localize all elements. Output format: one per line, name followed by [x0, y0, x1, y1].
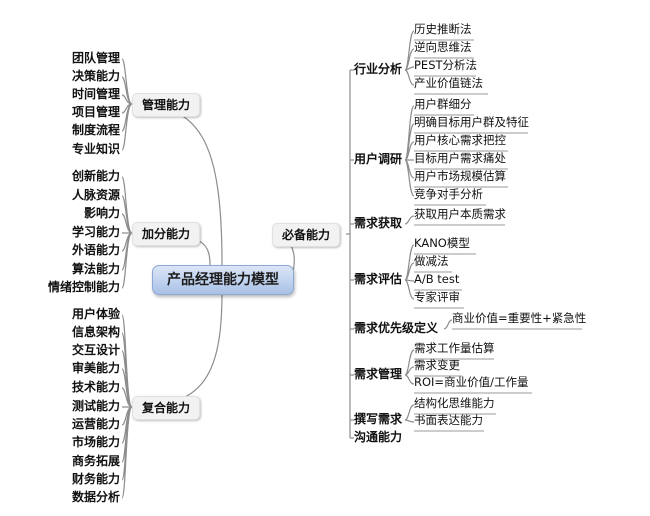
- bonus-item[interactable]: 人脉资源: [71, 188, 120, 202]
- essential-leaf[interactable]: 获取用户本质需求: [414, 207, 506, 221]
- branch-composite[interactable]: 复合能力: [132, 396, 201, 420]
- bonus-item[interactable]: 影响力: [83, 206, 120, 220]
- essential-leaf[interactable]: 做减法: [414, 254, 449, 268]
- management-item[interactable]: 时间管理: [71, 87, 120, 101]
- essential-category[interactable]: 需求获取: [354, 216, 403, 230]
- essential-category[interactable]: 撰写需求: [354, 412, 403, 426]
- essential-leaf[interactable]: ROI=商业价值/工作量: [414, 375, 529, 389]
- management-item[interactable]: 制度流程: [71, 123, 120, 137]
- management-item[interactable]: 团队管理: [71, 51, 120, 65]
- essential-leaf[interactable]: 竞争对手分析: [414, 187, 483, 201]
- essential-leaf[interactable]: 历史推断法: [414, 22, 472, 36]
- composite-item[interactable]: 数据分析: [71, 490, 120, 504]
- connector-management-items: [121, 58, 133, 151]
- essential-leaf[interactable]: 需求变更: [414, 358, 460, 372]
- composite-item[interactable]: 技术能力: [71, 380, 120, 394]
- essential-category[interactable]: 需求管理: [354, 367, 403, 381]
- connector-central-composite: [131, 292, 223, 408]
- essential-leaf[interactable]: KANO模型: [414, 236, 470, 250]
- leaf-underlines: [414, 39, 582, 432]
- branch-bonus[interactable]: 加分能力: [132, 222, 201, 246]
- composite-item[interactable]: 用户体验: [71, 307, 120, 321]
- essential-category[interactable]: 用户调研: [354, 152, 403, 166]
- connector-evaluate-items: [404, 244, 415, 300]
- essential-leaf[interactable]: A/B test: [414, 272, 460, 286]
- essential-category[interactable]: 需求评估: [354, 272, 403, 286]
- essential-leaf[interactable]: 逆向思维法: [414, 40, 472, 54]
- management-item[interactable]: 项目管理: [71, 105, 120, 119]
- connector-industry-items: [404, 30, 415, 86]
- essential-category[interactable]: 行业分析: [354, 62, 403, 76]
- essential-category[interactable]: 沟通能力: [354, 430, 403, 444]
- connector-bonus-items: [121, 176, 133, 289]
- essential-leaf[interactable]: 专家评审: [414, 290, 460, 304]
- essential-leaf[interactable]: 产业价值链法: [414, 76, 483, 90]
- essential-leaf[interactable]: 结构化思维能力: [414, 396, 495, 410]
- connector-acquire-items: [404, 215, 415, 225]
- connector-composite-items: [121, 314, 133, 499]
- composite-item[interactable]: 审美能力: [71, 361, 120, 375]
- bonus-item[interactable]: 算法能力: [71, 262, 120, 276]
- central-topic[interactable]: 产品经理能力模型: [152, 265, 294, 295]
- connector-essential-categories: [346, 69, 354, 439]
- composite-item[interactable]: 信息架构: [71, 325, 120, 339]
- composite-item[interactable]: 商务拓展: [71, 454, 120, 468]
- connector-priority-items: [443, 319, 453, 330]
- composite-item[interactable]: 交互设计: [71, 343, 120, 357]
- connector-research-items: [404, 105, 415, 197]
- essential-leaf[interactable]: 商业价值=重要性+紧急性: [452, 311, 587, 325]
- branch-management[interactable]: 管理能力: [132, 93, 201, 117]
- branch-essential[interactable]: 必备能力: [272, 223, 341, 247]
- essential-leaf[interactable]: 用户核心需求把控: [414, 133, 506, 147]
- connector-write-items: [404, 404, 415, 423]
- composite-item[interactable]: 财务能力: [71, 472, 120, 486]
- composite-item[interactable]: 测试能力: [71, 399, 120, 413]
- bonus-item[interactable]: 创新能力: [71, 169, 120, 183]
- composite-item[interactable]: 市场能力: [71, 435, 120, 449]
- essential-leaf[interactable]: 书面表达能力: [414, 413, 483, 427]
- management-item[interactable]: 专业知识: [71, 142, 120, 156]
- connector-manage-items: [404, 349, 415, 385]
- management-item[interactable]: 决策能力: [71, 69, 120, 83]
- composite-item[interactable]: 运营能力: [71, 417, 120, 431]
- essential-leaf[interactable]: PEST分析法: [414, 58, 478, 72]
- essential-leaf[interactable]: 目标用户需求痛处: [414, 151, 506, 165]
- bonus-item[interactable]: 情绪控制能力: [47, 280, 120, 294]
- essential-leaf[interactable]: 需求工作量估算: [414, 341, 495, 355]
- bonus-item[interactable]: 学习能力: [71, 225, 120, 239]
- essential-category[interactable]: 需求优先级定义: [354, 321, 439, 335]
- essential-leaf[interactable]: 用户市场规模估算: [414, 169, 506, 183]
- essential-leaf[interactable]: 用户群细分: [414, 97, 472, 111]
- bonus-item[interactable]: 外语能力: [71, 243, 120, 257]
- essential-leaf[interactable]: 明确目标用户群及特征: [414, 115, 529, 129]
